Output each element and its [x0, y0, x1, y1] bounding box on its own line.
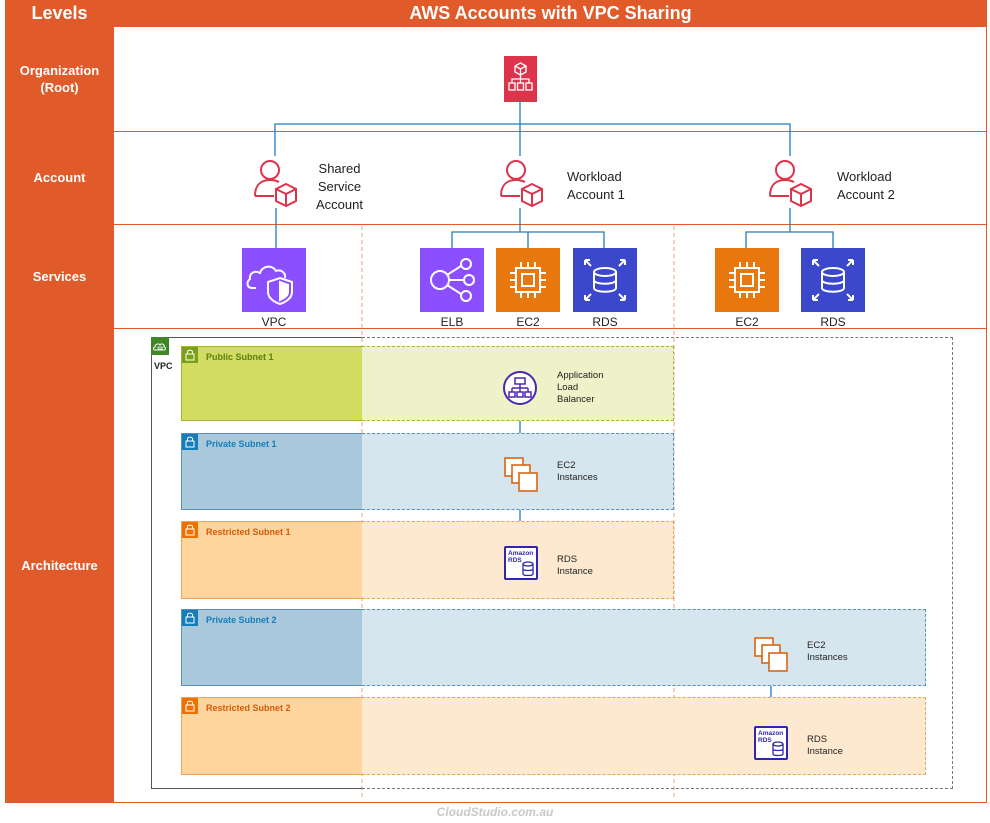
rds-instance-label: RDS Instance [557, 554, 593, 577]
ec2-instances-label-2: EC2 Instances [807, 640, 848, 663]
private-subnet-2-shared [362, 609, 926, 686]
rds-instance-icon: Amazon RDS [504, 546, 538, 580]
vpc-service-label: VPC [261, 315, 287, 329]
vpc-cloud-icon [151, 337, 169, 355]
lock-icon [182, 698, 198, 714]
private-subnet-2 [181, 609, 364, 686]
public-subnet-1 [181, 346, 364, 421]
lock-icon [182, 434, 198, 450]
row-divider [114, 328, 987, 329]
ec2-service-icon-2 [715, 248, 779, 312]
levels-header: Levels [5, 0, 114, 27]
ec2-service-label: EC2 [516, 315, 540, 329]
organizations-icon [504, 56, 537, 102]
rds-instance-icon-2: Amazon RDS [754, 726, 788, 760]
level-services: Services [5, 224, 114, 328]
diagram-title: AWS Accounts with VPC Sharing [114, 0, 987, 27]
account-workload1-icon [500, 160, 543, 208]
elb-service-icon [420, 248, 484, 312]
vpc-container-shared-region [362, 337, 953, 789]
row-divider [114, 224, 987, 225]
level-architecture: Architecture [5, 328, 114, 803]
amazon-rds-text: Amazon RDS [758, 730, 784, 744]
vpc-container [151, 337, 363, 789]
rds-service-label-2: RDS [820, 315, 846, 329]
ec2-service-label-2: EC2 [735, 315, 759, 329]
rds-service-icon [573, 248, 637, 312]
row-divider [114, 802, 987, 803]
account-workload2-label: Workload Account 2 [837, 169, 895, 202]
lock-icon [182, 347, 198, 363]
level-organization: Organization (Root) [5, 27, 114, 131]
restricted-subnet-2-title: Restricted Subnet 2 [206, 703, 291, 713]
ec2-service-icon [496, 248, 560, 312]
row-divider [114, 131, 987, 132]
right-border [986, 27, 987, 803]
private-subnet-2-title: Private Subnet 2 [206, 615, 277, 625]
account-shared-icon [254, 160, 297, 208]
level-account: Account [5, 131, 114, 224]
vpc-service-icon [242, 248, 306, 312]
restricted-subnet-1-title: Restricted Subnet 1 [206, 527, 291, 537]
vpc-label: VPC [154, 361, 173, 371]
account-shared-label: Shared Service Account [316, 161, 363, 212]
alb-icon [503, 371, 537, 405]
elb-service-label: ELB [440, 315, 464, 329]
lock-icon [182, 522, 198, 538]
restricted-subnet-1 [181, 521, 364, 599]
amazon-rds-text: Amazon RDS [508, 550, 534, 564]
account-workload2-icon [769, 160, 812, 208]
lock-icon [182, 610, 198, 626]
ec2-instances-icon [504, 457, 538, 492]
account-workload1-label: Workload Account 1 [567, 169, 625, 202]
private-subnet-1-title: Private Subnet 1 [206, 439, 277, 449]
private-subnet-1 [181, 433, 364, 510]
restricted-subnet-2-shared [362, 697, 926, 775]
public-subnet-1-title: Public Subnet 1 [206, 352, 274, 362]
ec2-instances-icon-2 [754, 637, 788, 672]
rds-service-icon-2 [801, 248, 865, 312]
alb-label: Application Load Balancer [557, 370, 604, 405]
ec2-instances-label: EC2 Instances [557, 460, 598, 483]
rds-instance-label-2: RDS Instance [807, 734, 843, 757]
footer-watermark: CloudStudio.com.au [436, 805, 554, 819]
rds-service-label: RDS [592, 315, 618, 329]
